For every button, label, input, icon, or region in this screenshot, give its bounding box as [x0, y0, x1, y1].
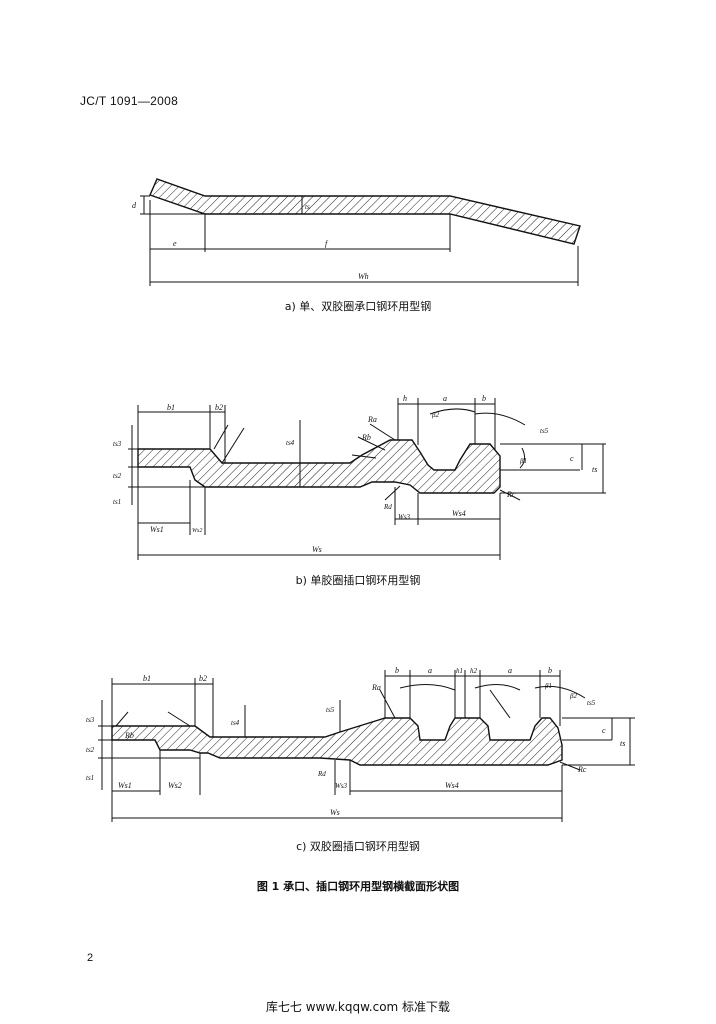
fig-c-label-ts4: ts4 — [231, 719, 240, 727]
fig-a-label-ts: ts — [305, 203, 310, 211]
fig-b-label-ws1: Ws1 — [150, 525, 164, 534]
fig-b-label-rd: Rd — [383, 503, 392, 511]
fig-b-label-ts2: ts2 — [113, 472, 122, 480]
figure-c-drawing — [98, 670, 635, 822]
fig-b-label-a: a — [443, 394, 447, 403]
fig-b-label-ts4: ts4 — [286, 439, 295, 447]
figure-b-caption: b) 单胶圈插口钢环用型钢 — [295, 574, 421, 587]
figure-a-drawing — [140, 178, 581, 286]
fig-c-label-ws2: Ws2 — [168, 781, 182, 790]
fig-c-label-ts3: ts3 — [86, 716, 95, 724]
fig-b-label-beta2: β2 — [431, 411, 439, 419]
fig-b-label-ws3: Ws3 — [398, 513, 411, 521]
figure-c-caption: c) 双胶圈插口钢环用型钢 — [296, 840, 420, 853]
fig-c-label-ts1: ts1 — [86, 774, 94, 782]
fig-b-label-b1: b1 — [167, 403, 175, 412]
fig-b-label-ra: Ra — [367, 415, 377, 424]
footer-watermark: 库七七 www.kqqw.com 标准下载 — [265, 1000, 451, 1014]
fig-c-label-ws4: Ws4 — [445, 781, 459, 790]
fig-c-label-ws: Ws — [330, 808, 340, 817]
fig-b-label-ts3: ts3 — [113, 440, 122, 448]
fig-b-label-ws4: Ws4 — [452, 509, 466, 518]
fig-c-label-beta1: β1 — [544, 682, 552, 690]
fig-c-label-ra: Ra — [371, 683, 381, 692]
fig-c-label-a-first: a — [428, 666, 432, 675]
fig-c-label-ts5: ts5 — [326, 706, 335, 714]
standard-code: JC/T 1091—2008 — [80, 94, 179, 108]
fig-c-label-ts5-right: ts5 — [587, 699, 596, 707]
fig-c-label-a-second: a — [508, 666, 512, 675]
fig-c-label-c: c — [602, 726, 606, 735]
fig-b-label-beta1: β1 — [519, 457, 527, 465]
fig-b-label-ws: Ws — [312, 545, 322, 554]
fig-b-label-ts: ts — [592, 465, 597, 474]
fig-c-label-h2: h2 — [470, 667, 478, 675]
fig-a-label-d: d — [132, 201, 137, 210]
figure-b-drawing — [128, 398, 606, 560]
fig-c-label-rb: Rb — [124, 731, 134, 740]
fig-b-label-rc: Rc — [506, 490, 516, 499]
fig-c-label-b1: b1 — [143, 674, 151, 683]
fig-a-label-f: f — [325, 239, 329, 248]
fig-b-label-c: c — [570, 454, 574, 463]
fig-b-label-b: b — [482, 394, 486, 403]
fig-c-label-ts2: ts2 — [86, 746, 95, 754]
fig-c-label-h1: h1 — [456, 667, 463, 675]
fig-a-label-wh: Wh — [358, 272, 369, 281]
fig-c-label-beta2: β2 — [569, 692, 577, 700]
fig-c-label-b-second: b — [548, 666, 552, 675]
figure-a-caption: a) 单、双胶圈承口钢环用型钢 — [284, 300, 432, 313]
fig-c-label-b-first: b — [395, 666, 399, 675]
fig-c-label-b2: b2 — [199, 674, 207, 683]
page-number: 2 — [87, 952, 94, 964]
fig-b-label-rb: Rb — [361, 433, 371, 442]
fig-b-label-ws2: Ws2 — [192, 528, 202, 534]
fig-c-label-ts: ts — [620, 739, 625, 748]
fig-c-label-ws3: Ws3 — [335, 782, 348, 790]
figure-title: 图 1 承口、插口钢环用型钢横截面形状图 — [256, 880, 460, 893]
fig-c-label-ws1: Ws1 — [118, 781, 132, 790]
fig-b-label-b2: b2 — [215, 403, 223, 412]
fig-c-label-rd: Rd — [317, 770, 326, 778]
fig-b-label-h: h — [403, 394, 407, 403]
fig-c-label-rc: Rc — [577, 765, 587, 774]
fig-a-label-e: e — [173, 239, 177, 248]
fig-b-label-ts1: ts1 — [113, 498, 121, 506]
fig-b-label-ts5: ts5 — [540, 427, 549, 435]
